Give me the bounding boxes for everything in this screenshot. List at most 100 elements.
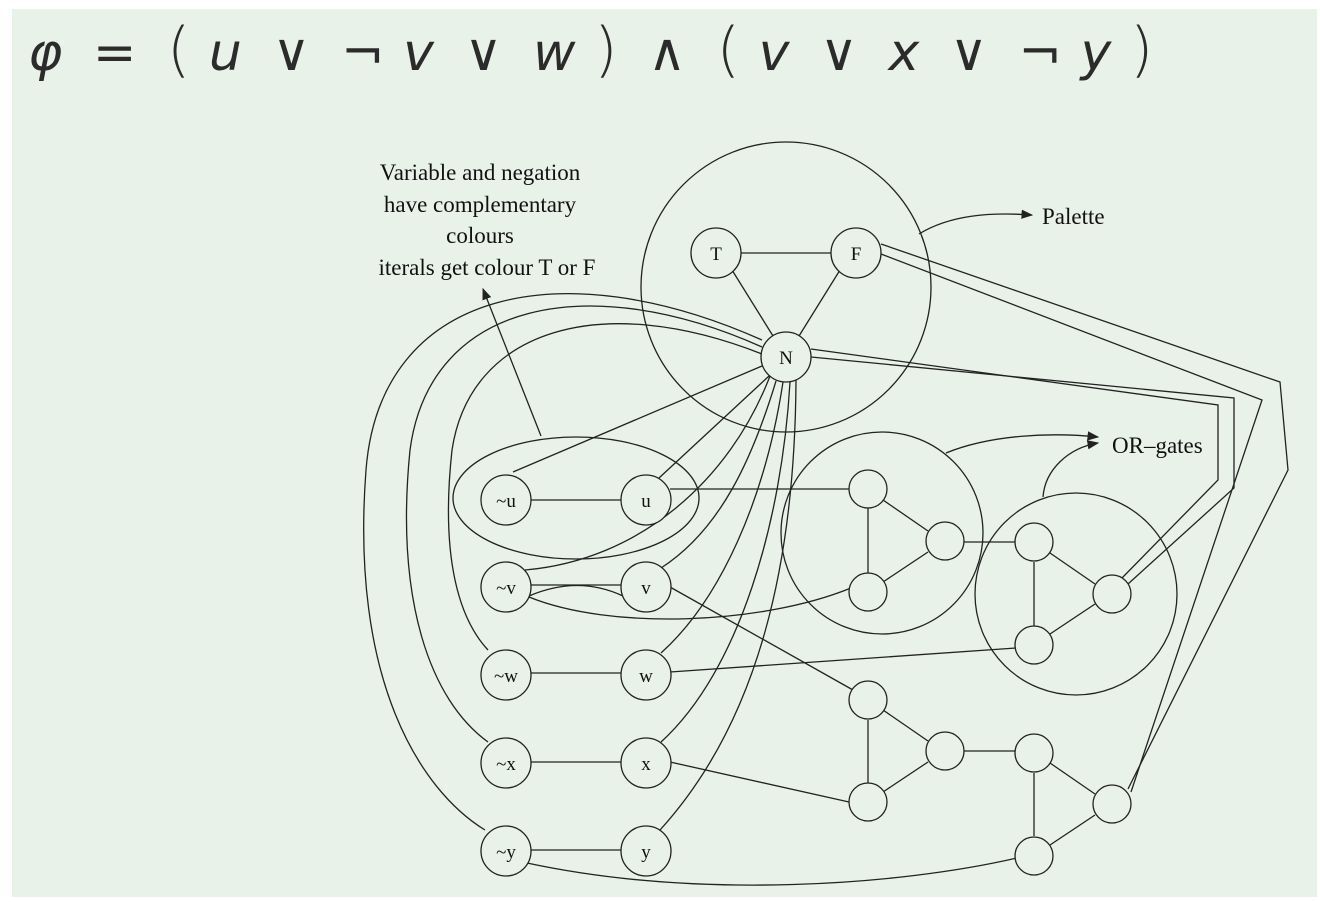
or-gates-label: OR–gates <box>1112 433 1203 458</box>
formula-paren-open-1: ( <box>166 15 192 85</box>
wire-f-gate4-a <box>880 243 1289 790</box>
edge-n-neg-w <box>447 323 763 651</box>
literals-note-arrow <box>482 287 542 437</box>
node-n: N <box>760 331 812 383</box>
literals-note-line-2: have complementary <box>384 192 577 217</box>
edge-neg-v-gate1 <box>528 587 852 620</box>
literals-note-line-3: colours <box>446 223 514 248</box>
gate1-node-top <box>848 469 888 509</box>
gate1-node-bottom <box>848 572 888 612</box>
edge-neg-y-gate4 <box>526 857 1018 886</box>
node-neg-v: ~v <box>480 561 532 613</box>
formula-and: ∧ <box>648 23 688 83</box>
gate3-edge-b <box>882 709 929 742</box>
gate3-edge-c <box>882 761 929 793</box>
or-gates-arrow-1 <box>945 431 1100 454</box>
palette-arrow <box>918 209 1034 235</box>
formula-var-v-2: v <box>758 23 791 83</box>
node-v-label: v <box>641 578 651 599</box>
edge-n-y <box>659 379 797 831</box>
literals-note-line-4: iterals get colour T or F <box>379 255 596 280</box>
formula-or-4: ∨ <box>949 23 989 83</box>
formula-paren-close-1: ) <box>594 15 619 85</box>
gate1-edge-b <box>882 499 929 532</box>
node-t-label: T <box>710 244 722 265</box>
edge-f-n <box>798 269 841 337</box>
formula: φ = ( u ∨ ¬ v ∨ w ) ∧ ( v ∨ x ∨ ¬ y ) <box>28 15 1154 85</box>
formula-var-v-1: v <box>403 23 435 83</box>
edge-n-v <box>660 380 777 569</box>
wire-n-gate2-b <box>810 356 1235 585</box>
node-y: y <box>620 825 672 877</box>
node-w: w <box>620 649 672 701</box>
formula-phi: φ <box>28 23 64 83</box>
node-f-label: F <box>851 244 862 265</box>
wire-f-gate4-b <box>880 253 1263 793</box>
gate4-node-top <box>1014 733 1054 773</box>
formula-var-u: u <box>208 23 243 83</box>
node-neg-w-label: ~w <box>494 666 518 687</box>
formula-or-1: ∨ <box>272 23 312 83</box>
node-neg-v-label: ~v <box>496 578 516 599</box>
edge-v-gate3 <box>669 586 854 691</box>
node-neg-y: ~y <box>480 825 532 877</box>
node-neg-u: ~u <box>480 474 532 526</box>
literal-pair-ellipse <box>452 436 700 560</box>
formula-paren-close-2: ) <box>1129 15 1155 85</box>
node-t: T <box>690 227 742 279</box>
node-u-label: u <box>641 491 651 512</box>
edge-neg-v-v-2 <box>528 584 624 597</box>
formula-paren-open-2: ( <box>716 15 742 85</box>
gate3-node-out <box>925 731 965 771</box>
node-neg-w: ~w <box>480 649 532 701</box>
formula-not-2: ¬ <box>1018 23 1063 83</box>
gate3-node-bottom <box>848 782 888 822</box>
gate4-edge-b <box>1049 762 1096 795</box>
node-x-label: x <box>641 754 651 775</box>
or-gate-circle-2 <box>974 492 1178 696</box>
formula-var-y: y <box>1080 23 1113 83</box>
gate4-node-out <box>1092 784 1132 824</box>
edge-x-gate3 <box>669 761 850 803</box>
gate4-node-bottom <box>1014 836 1054 876</box>
palette-label: Palette <box>1042 204 1105 229</box>
node-w-label: w <box>639 666 653 687</box>
gate2-node-bottom <box>1014 625 1054 665</box>
node-neg-x: ~x <box>480 737 532 789</box>
node-n-label: N <box>779 348 793 369</box>
formula-var-w: w <box>533 23 577 83</box>
palette-circle <box>640 141 932 433</box>
formula-var-x: x <box>888 23 921 83</box>
node-neg-y-label: ~y <box>496 842 516 863</box>
gate2-edge-c <box>1049 603 1096 635</box>
edge-n-neg-x <box>405 305 763 743</box>
edge-n-x <box>660 381 791 743</box>
literals-note-line-1: Variable and negation <box>380 160 581 185</box>
edge-n-neg-y <box>363 293 763 831</box>
node-y-label: y <box>641 842 651 863</box>
edge-w-gate2 <box>669 647 1017 673</box>
gate1-node-out <box>925 521 965 561</box>
gate2-node-top <box>1014 522 1054 562</box>
node-f: F <box>830 227 882 279</box>
edge-n-neg-u <box>512 365 763 473</box>
or-gates-arrow-2 <box>1042 440 1100 498</box>
node-x: x <box>620 737 672 789</box>
edge-n-neg-v <box>524 375 771 571</box>
node-neg-u-label: ~u <box>496 491 516 512</box>
formula-equals: = <box>92 23 138 83</box>
gate4-edge-c <box>1049 814 1096 846</box>
node-neg-x-label: ~x <box>496 754 516 775</box>
node-u: u <box>620 474 672 526</box>
gate2-node-out <box>1092 574 1132 614</box>
or-gate-circle-1 <box>780 431 984 635</box>
edge-n-w <box>660 381 784 654</box>
gate1-edge-c <box>882 551 929 583</box>
edge-n-u <box>658 375 770 479</box>
node-v: v <box>620 561 672 613</box>
formula-or-2: ∨ <box>464 23 504 83</box>
formula-not-1: ¬ <box>341 23 386 83</box>
gate3-node-top <box>848 680 888 720</box>
edge-t-n <box>731 269 774 337</box>
